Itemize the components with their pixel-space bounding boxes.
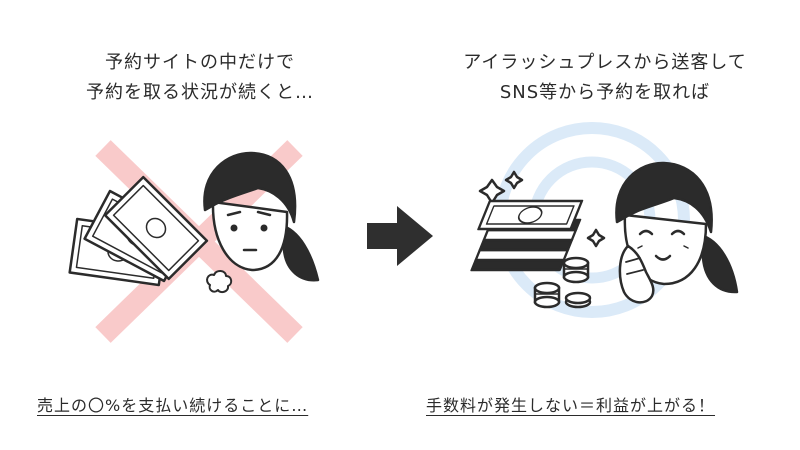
left-caption-line-1: 予約サイトの中だけで [105,52,295,73]
right-caption-line-1: アイラッシュプレスから送客して [463,52,747,73]
right-caption: アイラッシュプレスから送客して SNS等から予約を取れば [425,48,785,108]
right-caption-line-2: SNS等から予約を取れば [499,82,711,103]
banknote-stack-icon [470,199,584,272]
coin-icon [533,256,592,309]
smiling-woman-figure [615,161,739,304]
sparkle-icon [478,170,606,248]
right-result-text: 手数料が発生しない＝利益が上がる！ [426,396,716,415]
arrow-right-icon [367,206,433,266]
troubled-woman-figure [203,151,320,294]
left-caption: 予約サイトの中だけで 予約を取る状況が続くと… [30,48,370,108]
left-caption-line-2: 予約を取る状況が続くと… [86,82,314,103]
left-result-text: 売上の〇%を支払い続けることに… [37,396,309,415]
banknote-icon [68,175,209,287]
